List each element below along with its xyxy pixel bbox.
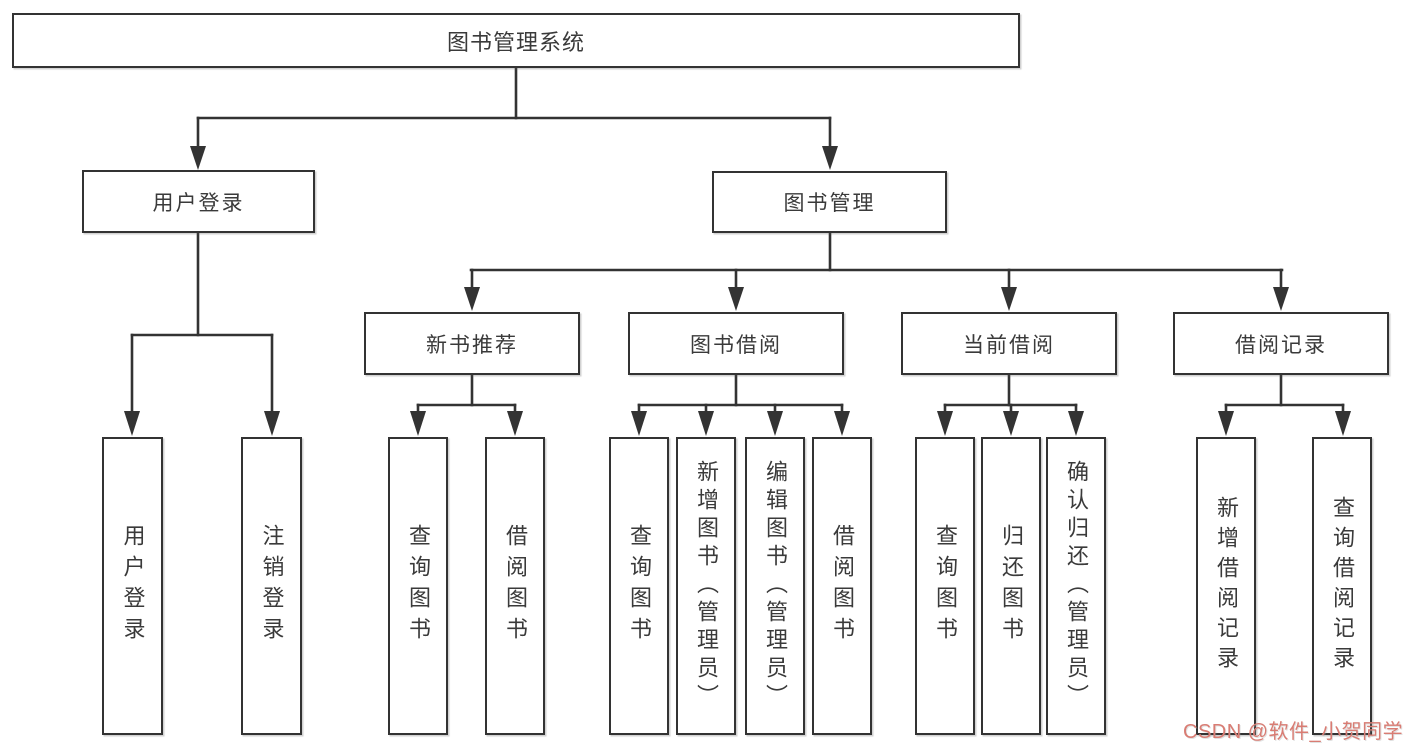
node-current-borrowing: 当前借阅 <box>901 312 1117 375</box>
node-add-books-admin: 新增图书（管理员） <box>676 437 736 735</box>
node-confirm-return-admin: 确认归还（管理员） <box>1046 437 1106 735</box>
connector-book-borrowing <box>631 373 850 436</box>
node-label: 归还图书 <box>999 524 1024 648</box>
node-borrowing-records: 借阅记录 <box>1173 312 1389 375</box>
node-label: 查询图书 <box>406 524 431 648</box>
node-label: 借阅记录 <box>1235 333 1327 357</box>
node-label: 用户登录 <box>120 524 146 648</box>
node-book-borrowing: 图书借阅 <box>628 312 844 375</box>
node-label: 查询图书 <box>933 524 958 648</box>
node-query-books-recommend: 查询图书 <box>388 437 448 735</box>
node-label: 查询借阅记录 <box>1330 496 1355 676</box>
node-logout: 注销登录 <box>241 437 302 735</box>
arrow-down-icon <box>1068 411 1084 436</box>
node-book-management-system: 图书管理系统 <box>12 13 1020 68</box>
arrow-down-icon <box>1003 411 1019 436</box>
arrow-down-icon <box>698 411 714 436</box>
node-book-management: 图书管理 <box>712 171 947 233</box>
node-label: 用户登录 <box>152 191 245 215</box>
connector-root <box>190 66 838 170</box>
node-add-borrow-record: 新增借阅记录 <box>1196 437 1256 735</box>
arrow-down-icon <box>1273 287 1289 311</box>
node-borrow-books-recommend: 借阅图书 <box>485 437 545 735</box>
arrow-down-icon <box>124 411 140 436</box>
arrow-down-icon <box>767 411 783 436</box>
node-user-login-leaf: 用户登录 <box>102 437 163 735</box>
node-label: 新书推荐 <box>426 333 518 357</box>
node-label: 编辑图书（管理员） <box>763 460 788 712</box>
node-borrow-books-borrowing: 借阅图书 <box>812 437 872 735</box>
node-label: 借阅图书 <box>830 524 855 648</box>
arrow-down-icon <box>822 146 838 170</box>
node-label: 借阅图书 <box>503 524 528 648</box>
node-label: 图书管理 <box>783 192 876 215</box>
arrow-down-icon <box>834 411 850 436</box>
node-return-books: 归还图书 <box>981 437 1041 735</box>
arrow-down-icon <box>631 411 647 436</box>
node-edit-books-admin: 编辑图书（管理员） <box>745 437 805 735</box>
node-query-borrow-record: 查询借阅记录 <box>1312 437 1372 735</box>
node-query-books-borrowing: 查询图书 <box>609 437 669 735</box>
node-label: 确认归还（管理员） <box>1064 460 1089 712</box>
arrow-down-icon <box>937 411 953 436</box>
node-label: 图书管理系统 <box>446 29 585 55</box>
connector-book-management <box>464 231 1289 311</box>
arrow-down-icon <box>410 411 426 436</box>
csdn-watermark: CSDN @软件_小贺同学 <box>1183 721 1404 743</box>
arrow-down-icon <box>1001 287 1017 311</box>
node-label: 图书借阅 <box>690 333 782 357</box>
node-user-login: 用户登录 <box>82 170 315 233</box>
arrow-down-icon <box>190 146 206 170</box>
node-label: 查询图书 <box>627 524 652 648</box>
node-new-book-recommend: 新书推荐 <box>364 312 580 375</box>
node-label: 新增图书（管理员） <box>694 460 719 712</box>
connector-current-borrowing <box>937 373 1084 436</box>
node-label: 当前借阅 <box>963 333 1055 357</box>
arrow-down-icon <box>1335 411 1351 436</box>
arrow-down-icon <box>1218 411 1234 436</box>
arrow-down-icon <box>728 287 744 311</box>
connector-user-login <box>124 231 280 436</box>
node-query-books-current: 查询图书 <box>915 437 975 735</box>
arrow-down-icon <box>264 411 280 436</box>
node-label: 注销登录 <box>259 524 285 648</box>
node-label: 新增借阅记录 <box>1214 496 1239 676</box>
connector-new-book-recommend <box>410 373 523 436</box>
arrow-down-icon <box>507 411 523 436</box>
connector-borrowing-records <box>1218 373 1351 436</box>
arrow-down-icon <box>464 287 480 311</box>
